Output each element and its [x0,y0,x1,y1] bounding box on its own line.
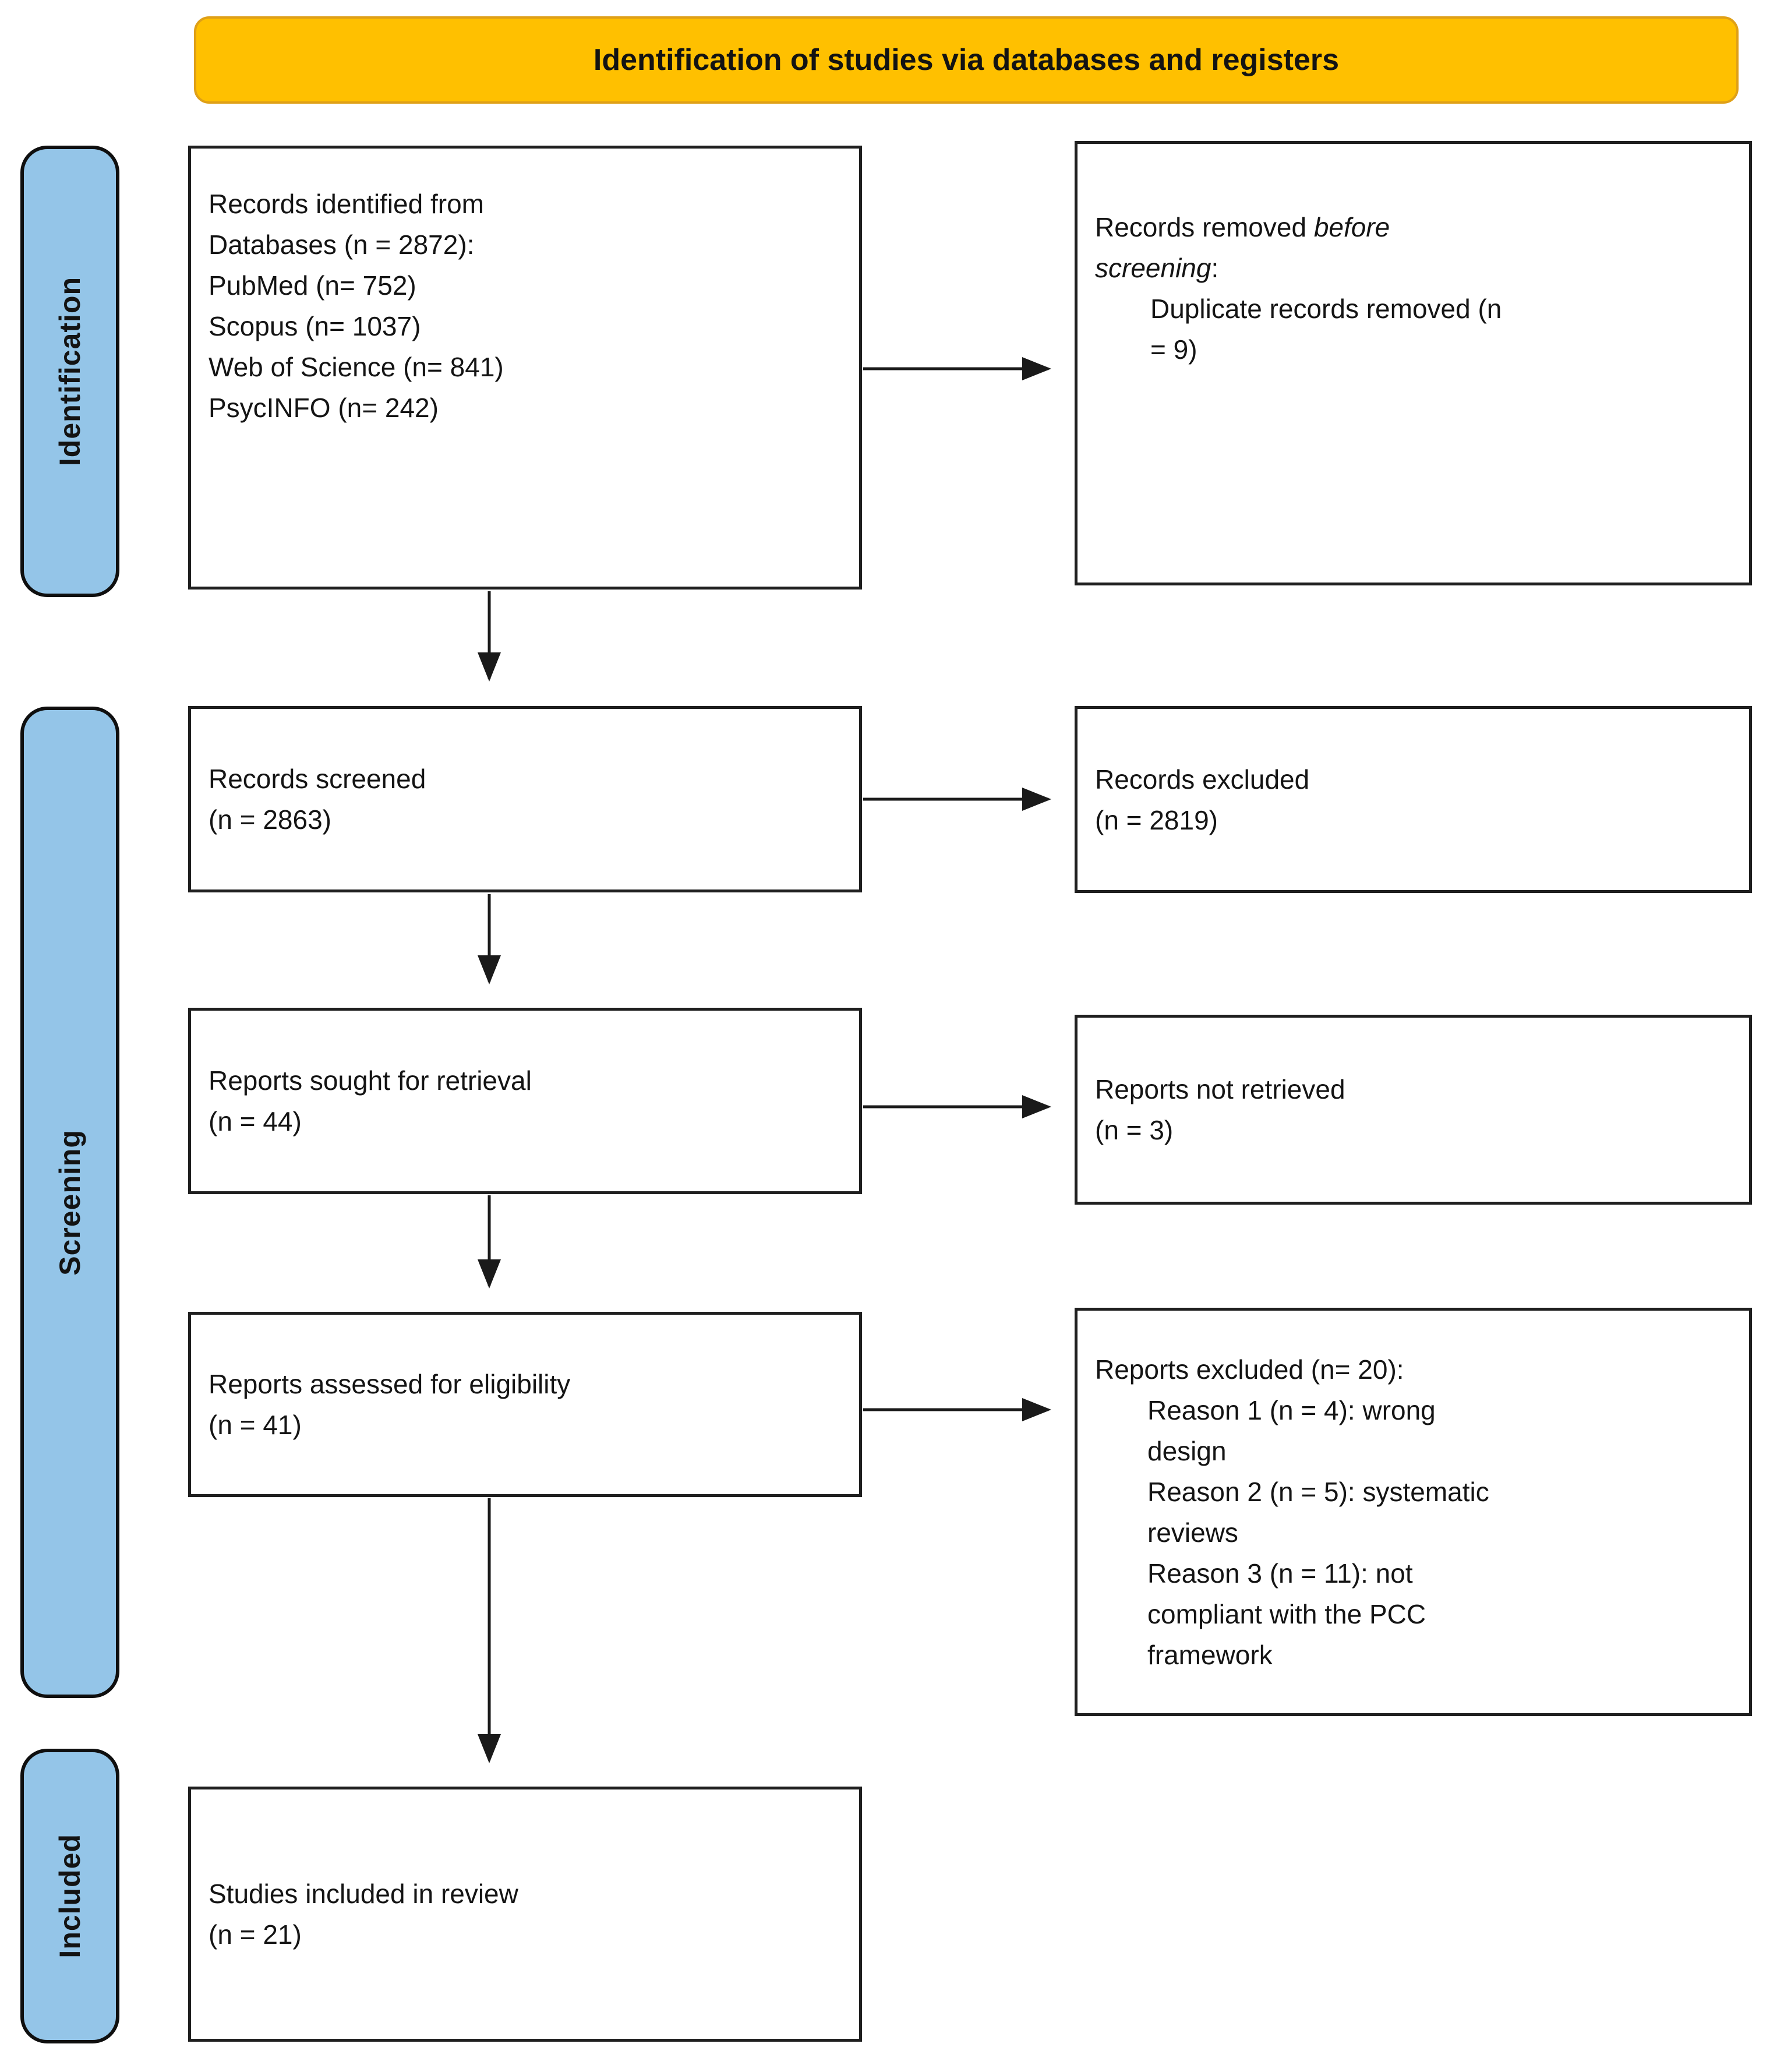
reports-not-retrieved-label: Reports not retrieved [1095,1074,1345,1104]
exclusion-reason: Reason 3 (n = 11): not compliant with th… [1147,1558,1426,1670]
stage-label-identification: Identification [54,276,86,467]
records-identified-line: Records identified from [209,189,484,219]
reports-excluded-heading: Reports excluded (n= 20): [1095,1354,1404,1385]
box-studies-included: Studies included in review (n = 21) [188,1787,862,2042]
box-reports-sought: Reports sought for retrieval (n = 44) [188,1008,862,1194]
box-records-identified: Records identified from Databases (n = 2… [188,146,862,590]
exclusion-reason: Reason 1 (n = 4): wrong design [1147,1395,1436,1466]
stage-bar-screening: Screening [20,707,119,1698]
records-excluded-count: (n = 2819) [1095,804,1218,835]
banner-identification-via-databases: Identification of studies via databases … [194,16,1739,104]
records-identified-line: Web of Science (n= 841) [209,352,504,382]
exclusion-reason: Reason 2 (n = 5): systematic reviews [1147,1476,1489,1548]
records-removed-heading: Records removed before screening: [1095,207,1479,288]
duplicate-records-removed: Duplicate records removed (n = 9) [1150,294,1502,365]
records-excluded-label: Records excluded [1095,764,1310,795]
box-reports-excluded-reasons: Reports excluded (n= 20): Reason 1 (n = … [1075,1308,1752,1716]
studies-included-label: Studies included in review [209,1879,518,1909]
reports-sought-label: Reports sought for retrieval [209,1065,532,1096]
reports-not-retrieved-count: (n = 3) [1095,1115,1174,1145]
records-screened-label: Records screened [209,764,426,794]
records-identified-line: Databases (n = 2872): [209,230,475,260]
records-removed-colon: : [1211,253,1219,283]
reports-assessed-label: Reports assessed for eligibility [209,1369,571,1399]
reports-sought-count: (n = 44) [209,1106,302,1136]
box-reports-assessed: Reports assessed for eligibility (n = 41… [188,1312,862,1497]
stage-label-screening: Screening [54,1129,86,1276]
records-removed-prefix: Records removed [1095,212,1314,242]
banner-title: Identification of studies via databases … [593,43,1340,77]
box-records-screened: Records screened (n = 2863) [188,706,862,892]
reports-assessed-count: (n = 41) [209,1410,302,1440]
studies-included-count: (n = 21) [209,1919,302,1950]
records-identified-line: PubMed (n= 752) [209,270,416,301]
stage-bar-identification: Identification [20,146,119,597]
box-reports-not-retrieved: Reports not retrieved (n = 3) [1075,1015,1752,1205]
records-identified-line: Scopus (n= 1037) [209,311,421,341]
box-records-removed-before-screening: Records removed before screening: Duplic… [1075,141,1752,585]
stage-bar-included: Included [20,1749,119,2043]
records-removed-emphasis: before screening [1095,212,1390,283]
records-screened-count: (n = 2863) [209,804,331,835]
stage-label-included: Included [54,1834,86,1958]
records-identified-line: PsycINFO (n= 242) [209,393,439,423]
box-records-excluded: Records excluded (n = 2819) [1075,706,1752,893]
